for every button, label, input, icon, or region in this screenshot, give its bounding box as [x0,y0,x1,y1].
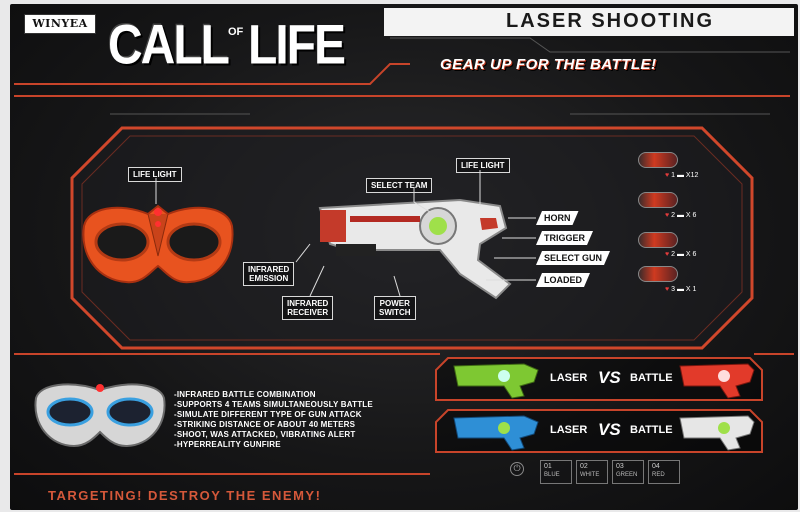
product-title: LASER SHOOTING [506,10,715,32]
heart-icon: ♥ [665,212,670,219]
versus-row-2: LASER VS BATTLE [550,420,710,444]
team-box-4: 04 RED [648,460,680,484]
feature-item: -INFRARED BATTLE COMBINATION [174,390,316,399]
select-gun-label: SELECT GUN [536,251,610,265]
infrared-emission-callout: INFRARED EMISSION [243,262,295,286]
gun-mode-1-badge [638,152,678,168]
versus-row-1-frame [435,357,763,401]
bullet-icon: ▬ [676,286,684,293]
versus-vs-label: VS [598,420,621,439]
team-box-3: 03 GREEN [612,460,644,484]
versus-left-label: LASER [550,424,588,436]
gun-mode-4-stats: ♥ 3 ▬ X 1 [665,286,697,293]
gun-mode-3-stats: ♥ 2 ▬ X 6 [665,251,697,258]
select-team-callout: SELECT TEAM [366,178,433,193]
feature-item: -SIMULATE DIFFERENT TYPE OF GUN ATTACK [174,410,362,419]
bullet-icon: ▬ [676,212,684,219]
feature-list: -INFRARED BATTLE COMBINATION -SUPPORTS 4… [174,390,424,450]
box-panel: WINYEA CALL OF LIFE LASER SHOOTING GEAR … [10,4,798,510]
gun-mode-3-badge [638,232,678,248]
power-icon: ⏻ [510,462,524,476]
team-box-2: 02 WHITE [576,460,608,484]
power-switch-callout: POWER SWITCH [374,296,416,320]
versus-left-label: LASER [550,372,588,384]
trigger-label: TRIGGER [536,231,593,245]
feature-item: -HYPERREALITY GUNFIRE [174,440,281,449]
bullet-icon: ▬ [676,172,684,179]
versus-row-1: LASER VS BATTLE [550,368,710,392]
feature-item: -SUPPORTS 4 TEAMS SIMULTANEOUSLY BATTLE [174,400,373,409]
white-mask-image [34,383,166,448]
circuit-lines [14,37,794,475]
slogan: GEAR UP FOR THE BATTLE! [440,56,657,73]
versus-vs-label: VS [598,368,621,387]
gun-mode-1-stats: ♥ 1 ▬ X12 [665,172,699,179]
versus-right-label: BATTLE [630,424,673,436]
versus-row-2-frame [435,409,763,453]
gun-mode-2-badge [638,192,678,208]
call-of-life-logo: CALL OF LIFE [108,14,378,76]
loaded-label: LOADED [536,273,590,287]
versus-right-label: BATTLE [630,372,673,384]
heart-icon: ♥ [665,286,670,293]
gun-life-light-callout: LIFE LIGHT [456,158,510,173]
mask-life-light-callout: LIFE LIGHT [128,167,182,182]
horn-label: HORN [536,211,579,225]
white-gun-image [318,198,512,300]
feature-item: -STRIKING DISTANCE OF ABOUT 40 METERS [174,420,356,429]
logo-of: OF [228,26,244,38]
brand-label: WINYEA [24,14,96,34]
team-box-1: 01 BLUE [540,460,572,484]
heart-icon: ♥ [665,172,670,179]
feature-item: -SHOOT, WAS ATTACKED, VIBRATING ALERT [174,430,356,439]
logo-life: LIFE [248,15,346,76]
infrared-receiver-callout: INFRARED RECEIVER [282,296,334,320]
heart-icon: ♥ [665,251,670,258]
footer-slogan: TARGETING! DESTROY THE ENEMY! [48,488,322,503]
title-bar [384,8,794,36]
logo-call: CALL [108,15,230,76]
orange-mask-image [82,204,234,284]
bullet-icon: ▬ [676,251,684,258]
gun-mode-2-stats: ♥ 2 ▬ X 6 [665,212,697,219]
callout-leaders [155,170,536,297]
gun-mode-4-badge [638,266,678,282]
